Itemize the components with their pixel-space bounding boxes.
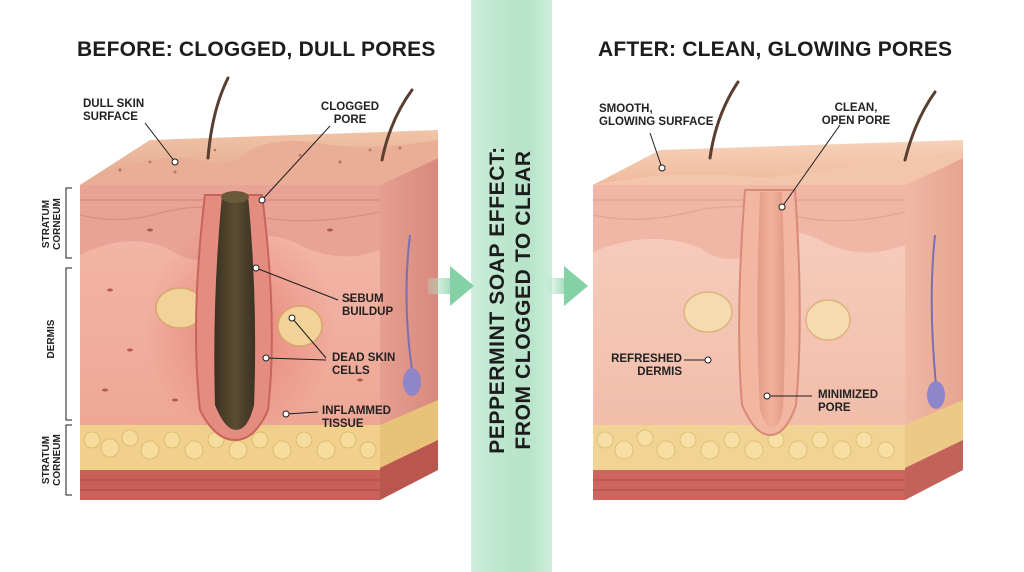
label-smooth-surface: SMOOTH, GLOWING SURFACE: [599, 103, 713, 129]
label-dull-skin-surface: DULL SKIN SURFACE: [83, 98, 144, 124]
label-refreshed-dermis: REFRESHED DERMIS: [598, 353, 682, 379]
label-clean-pore: CLEAN, OPEN PORE: [806, 102, 906, 128]
after-skin-block: [593, 82, 963, 500]
label-clogged-pore: CLOGGED PORE: [318, 101, 382, 127]
label-sebum-buildup: SEBUM BUILDUP: [342, 293, 393, 319]
layer-label-top: STRATUM CORNEUM: [41, 194, 63, 254]
before-skin-block: [80, 78, 438, 500]
layer-label-bottom: STRATUM CORNEUM: [41, 430, 63, 490]
layer-label-middle: DERMIS: [46, 309, 58, 369]
arrow-right: [548, 266, 588, 306]
banner-title: PEPPERMINT SOAP EFFECT: FROM CLOGGED TO …: [485, 110, 537, 490]
layer-brackets: [66, 188, 72, 495]
before-title: BEFORE: CLOGGED, DULL PORES: [77, 38, 436, 62]
label-minimized-pore: MINIMIZED PORE: [818, 389, 878, 415]
label-inflamed-tissue: INFLAMMED TISSUE: [322, 405, 391, 431]
after-title: AFTER: CLEAN, GLOWING PORES: [598, 38, 952, 62]
label-dead-skin-cells: DEAD SKIN CELLS: [332, 352, 395, 378]
